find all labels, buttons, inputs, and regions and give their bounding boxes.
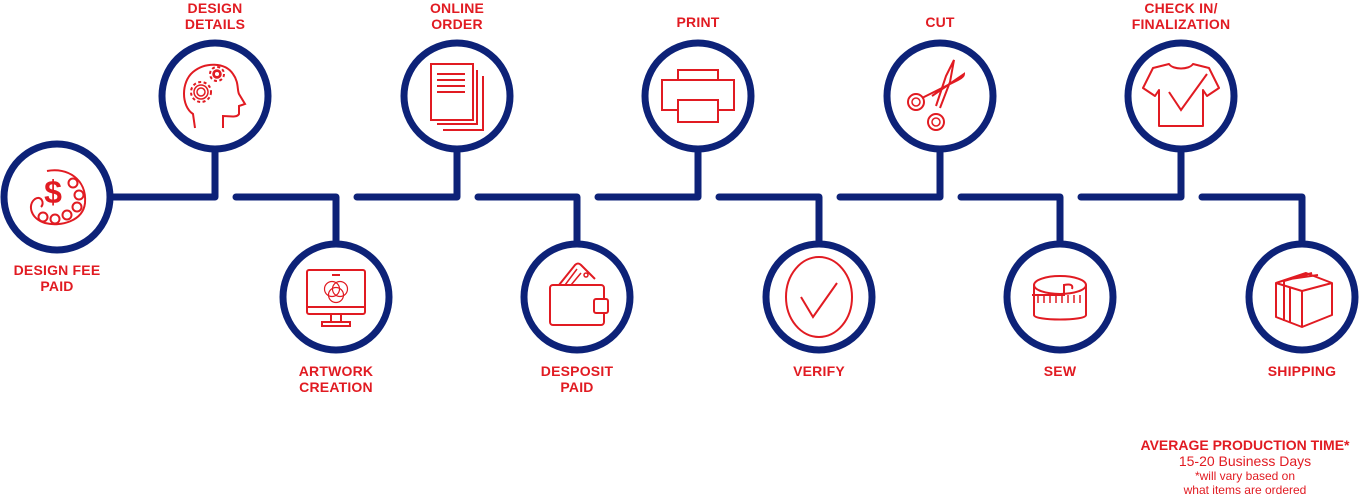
connector-lines — [106, 145, 1306, 248]
palette-dollar-icon: $ — [29, 169, 87, 226]
connector-5 — [594, 145, 702, 201]
step-label-line: ONLINE — [429, 0, 485, 16]
printer-icon — [661, 69, 735, 123]
scissors-icon — [907, 59, 966, 131]
step-label-cut: CUT — [870, 14, 1010, 30]
step-deposit-paid — [520, 240, 634, 354]
step-label-line: PAID — [40, 278, 74, 294]
connector-10 — [1198, 193, 1306, 248]
step-label-line: DESIGN — [187, 0, 243, 16]
step-label-line: DESIGN FEE — [13, 262, 101, 278]
step-verify — [762, 240, 876, 354]
step-label-line: DETAILS — [184, 16, 246, 32]
monitor-color-icon — [306, 269, 366, 327]
step-circle — [0, 140, 114, 254]
step-circle — [158, 39, 272, 153]
connector-2 — [232, 193, 340, 248]
step-circle — [520, 240, 634, 354]
connector-6 — [715, 193, 823, 248]
head-gears-icon — [183, 63, 247, 129]
production-time-duration: 15-20 Business Days — [1178, 453, 1312, 469]
step-sew — [1003, 240, 1117, 354]
step-label-line: DESPOSIT — [540, 363, 614, 379]
step-shipping — [1245, 240, 1359, 354]
step-label-line: VERIFY — [793, 363, 845, 379]
connector-3 — [353, 145, 461, 201]
step-cut — [883, 39, 997, 153]
step-label-line: CUT — [925, 14, 955, 30]
measuring-tape-icon — [1032, 275, 1087, 321]
wallet-icon — [549, 262, 609, 326]
step-label-shipping: SHIPPING — [1232, 363, 1362, 379]
step-nodes: $ — [0, 39, 1359, 354]
shirt-check-icon — [1142, 63, 1220, 127]
step-label-line: PRINT — [676, 14, 720, 30]
step-online-order — [400, 39, 514, 153]
step-label-line: CREATION — [299, 379, 373, 395]
step-circle — [641, 39, 755, 153]
step-label-line: ARTWORK — [298, 363, 374, 379]
step-circle — [1003, 240, 1117, 354]
production-note: AVERAGE PRODUCTION TIME* 15-20 Business … — [1130, 437, 1360, 497]
step-design-fee-paid: $ — [0, 140, 114, 254]
connector-4 — [474, 193, 581, 248]
checkmark-circle-icon — [785, 256, 853, 338]
box-icon — [1275, 272, 1333, 328]
step-label-sew: SEW — [990, 363, 1130, 379]
connector-9 — [1077, 145, 1185, 201]
connector-8 — [957, 193, 1064, 248]
step-label-line: CHECK IN/ — [1144, 0, 1218, 16]
step-label-line: SHIPPING — [1267, 363, 1337, 379]
step-label-print: PRINT — [628, 14, 768, 30]
step-circle — [762, 240, 876, 354]
step-label-verify: VERIFY — [749, 363, 889, 379]
step-check-in-finalization — [1124, 39, 1238, 153]
production-time-disclaimer-2: what items are ordered — [1183, 483, 1307, 497]
step-design-details — [158, 39, 272, 153]
step-artwork-creation — [279, 240, 393, 354]
connector-7 — [836, 145, 944, 201]
svg-text:$: $ — [44, 174, 62, 210]
documents-icon — [430, 63, 484, 131]
step-circle — [1124, 39, 1238, 153]
connector-1 — [106, 145, 219, 201]
step-circle — [279, 240, 393, 354]
production-time-disclaimer-1: *will vary based on — [1194, 469, 1296, 483]
production-time-title: AVERAGE PRODUCTION TIME* — [1140, 437, 1350, 453]
step-label-line: ORDER — [431, 16, 483, 32]
step-circle — [400, 39, 514, 153]
step-label-line: SEW — [1043, 363, 1077, 379]
step-label-line: FINALIZATION — [1131, 16, 1231, 32]
step-label-check-in-finalization: CHECK IN/FINALIZATION — [1111, 0, 1251, 32]
step-print — [641, 39, 755, 153]
step-label-line: PAID — [560, 379, 594, 395]
